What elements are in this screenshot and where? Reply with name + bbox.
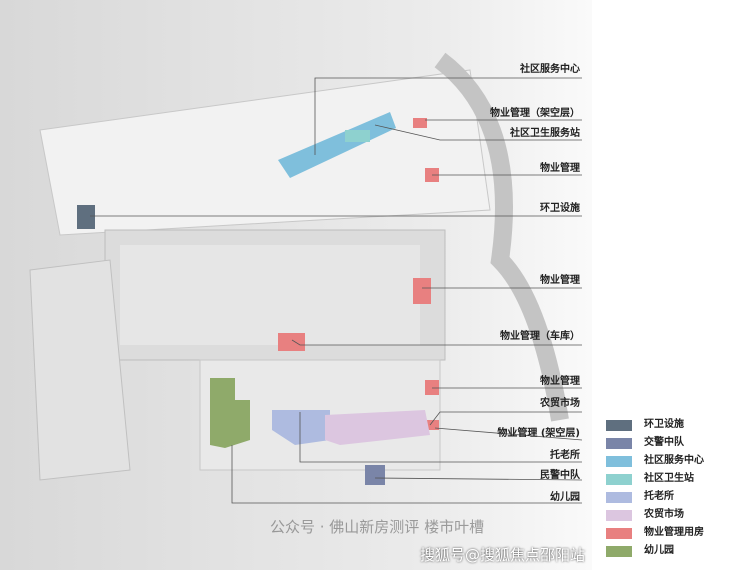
legend-label: 托老所 — [644, 491, 674, 502]
legend-label: 农贸市场 — [644, 509, 684, 520]
legend-item: 环卫设施 — [606, 419, 684, 431]
legend-label: 幼儿园 — [644, 545, 674, 556]
label-police-unit: 民警中队 — [540, 470, 580, 481]
label-health-station: 社区卫生服务站 — [510, 128, 580, 139]
legend-swatch — [606, 545, 632, 557]
elderly-care — [272, 410, 330, 445]
legend-swatch — [606, 527, 632, 539]
label-property-mgmt: 物业管理 — [540, 376, 580, 387]
leader-lines — [90, 77, 583, 504]
property-mgmt-room — [278, 333, 305, 351]
label-property-mgmt: 物业管理 (架空层) — [497, 428, 580, 439]
watermark-sohu: 搜狐号@搜狐焦点邵阳站 — [420, 546, 586, 564]
legend-item: 幼儿园 — [606, 545, 674, 557]
legend-label: 物业管理用房 — [644, 527, 704, 538]
watermark-wechat: 公众号 · 佛山新房测评 楼市叶槽 — [270, 518, 485, 536]
legend-label: 社区卫生站 — [644, 473, 694, 484]
farmers-market — [325, 410, 430, 445]
label-property-mgmt: 物业管理（架空层） — [490, 108, 580, 119]
label-farmers-market: 农贸市场 — [540, 398, 580, 409]
label-elderly-care: 托老所 — [550, 450, 580, 461]
community-service-center — [278, 112, 396, 178]
legend-label: 环卫设施 — [644, 419, 684, 430]
property-mgmt-room — [427, 420, 439, 430]
legend-swatch — [606, 419, 632, 431]
label-kindergarten: 幼儿园 — [550, 492, 580, 503]
property-mgmt-room — [413, 278, 431, 304]
property-mgmt-room — [413, 118, 427, 128]
label-sanitation: 环卫设施 — [540, 203, 580, 214]
legend-item: 物业管理用房 — [606, 527, 704, 539]
legend-item: 社区卫生站 — [606, 473, 694, 485]
police-unit — [365, 465, 385, 485]
legend-swatch — [606, 473, 632, 485]
legend-item: 农贸市场 — [606, 509, 684, 521]
label-property-mgmt: 物业管理 — [540, 163, 580, 174]
sanitation-facility — [77, 205, 95, 229]
legend-item: 社区服务中心 — [606, 455, 704, 467]
legend-swatch — [606, 491, 632, 503]
label-community-service-center: 社区服务中心 — [520, 64, 580, 75]
health-station — [345, 130, 370, 142]
legend-item: 托老所 — [606, 491, 674, 503]
kindergarten — [210, 378, 250, 448]
legend-swatch — [606, 509, 632, 521]
legend-swatch — [606, 455, 632, 467]
legend-swatch — [606, 437, 632, 449]
legend-label: 交警中队 — [644, 437, 684, 448]
label-property-mgmt-garage: 物业管理（车库） — [500, 331, 580, 342]
legend-label: 社区服务中心 — [644, 455, 704, 466]
property-mgmt-room — [425, 380, 439, 395]
legend-item: 交警中队 — [606, 437, 684, 449]
label-property-mgmt: 物业管理 — [540, 275, 580, 286]
